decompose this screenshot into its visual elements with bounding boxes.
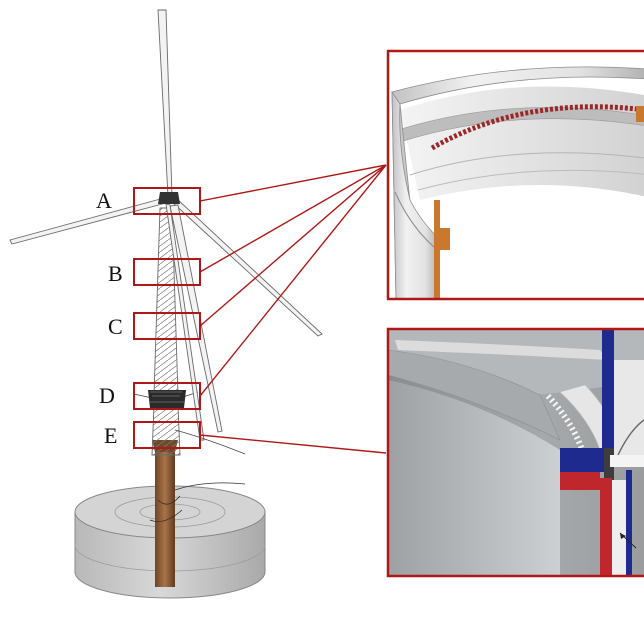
nacelle xyxy=(158,192,180,204)
section-label-a: A xyxy=(96,188,112,213)
section-label-c: C xyxy=(108,314,123,339)
cable-line xyxy=(174,429,246,455)
transition-piece xyxy=(148,390,186,408)
inset-flange-detail xyxy=(386,49,644,301)
callout-lines xyxy=(199,164,387,454)
inset-grout-detail xyxy=(386,327,644,578)
section-label-b: B xyxy=(108,261,123,286)
section-label-e: E xyxy=(104,423,118,448)
section-label-d: D xyxy=(99,383,115,408)
rotor-blades xyxy=(9,9,323,441)
